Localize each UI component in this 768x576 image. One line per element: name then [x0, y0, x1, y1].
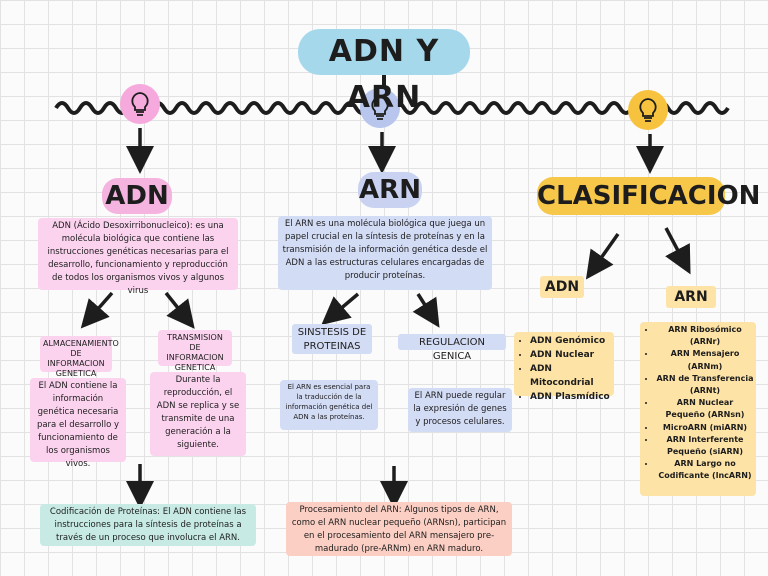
- arn-regulation-title: REGULACION GENICA: [398, 334, 506, 362]
- arn-synthesis-title: SINSTESIS DE PROTEINAS: [292, 324, 372, 354]
- adn-definition: ADN (Ácido Desoxirribonucleico): es una …: [38, 218, 238, 296]
- arrow-down-icon: [80, 291, 114, 329]
- adn-transmission-text: Durante la reproducción, el ADN se repli…: [150, 372, 246, 456]
- list-item: ADN Mitocondrial: [530, 362, 614, 390]
- heading-adn: ADN: [102, 178, 172, 214]
- arrow-down-icon: [164, 291, 195, 329]
- adn-storage-text: El ADN contiene la información genética …: [30, 378, 126, 469]
- list-item: ADN Plasmídico: [530, 390, 614, 404]
- adn-storage-title: ALMACENAMIENTO DE INFORMACION GENETICA: [40, 336, 119, 378]
- list-item: ARN Interferente Pequeño (siARN): [656, 434, 754, 458]
- arrow-down-icon: [585, 232, 620, 280]
- lightbulb-icon: [120, 84, 160, 124]
- arrow-down-icon: [412, 293, 440, 328]
- list-item: ARN de Transferencia (ARNt): [656, 373, 754, 397]
- list-item: ARN Largo no Codificante (lncARN): [656, 458, 754, 482]
- arn-regulation-text: El ARN puede regular la expresión de gen…: [408, 388, 512, 432]
- list-item: ARN Mensajero (ARNm): [656, 348, 754, 372]
- lightbulb-icon: [360, 88, 400, 128]
- page-title: ADN Y ARN: [298, 29, 470, 115]
- adn-transmission-title: TRANSMISION DE INFORMACION GENETICA: [158, 330, 232, 372]
- arn-definition: El ARN es una molécula biológica que jue…: [278, 216, 492, 290]
- list-item: ARN Ribosómico (ARNr): [656, 324, 754, 348]
- arn-synthesis-text: El ARN es esencial para la traducción de…: [280, 380, 378, 430]
- arn-processing: Procesamiento del ARN: Algunos tipos de …: [286, 502, 512, 556]
- arrow-down-icon: [664, 227, 691, 275]
- clasificacion-adn-label: ADN: [540, 276, 584, 298]
- list-item: MicroARN (miARN): [656, 422, 754, 434]
- arn-types-list: ARN Ribosómico (ARNr) ARN Mensajero (ARN…: [640, 322, 756, 496]
- lightbulb-icon: [628, 90, 668, 130]
- heading-arn: ARN: [358, 172, 422, 208]
- adn-types-list: ADN Genómico ADN Nuclear ADN Mitocondria…: [514, 332, 614, 402]
- list-item: ADN Genómico: [530, 334, 614, 348]
- list-item: ADN Nuclear: [530, 348, 614, 362]
- heading-clasificacion: CLASIFICACION: [537, 177, 760, 215]
- clasificacion-arn-label: ARN: [666, 286, 716, 308]
- arrow-down-icon: [321, 292, 360, 326]
- adn-protein-coding: Codificación de Proteínas: El ADN contie…: [40, 504, 256, 546]
- list-item: ARN Nuclear Pequeño (ARNsn): [656, 397, 754, 421]
